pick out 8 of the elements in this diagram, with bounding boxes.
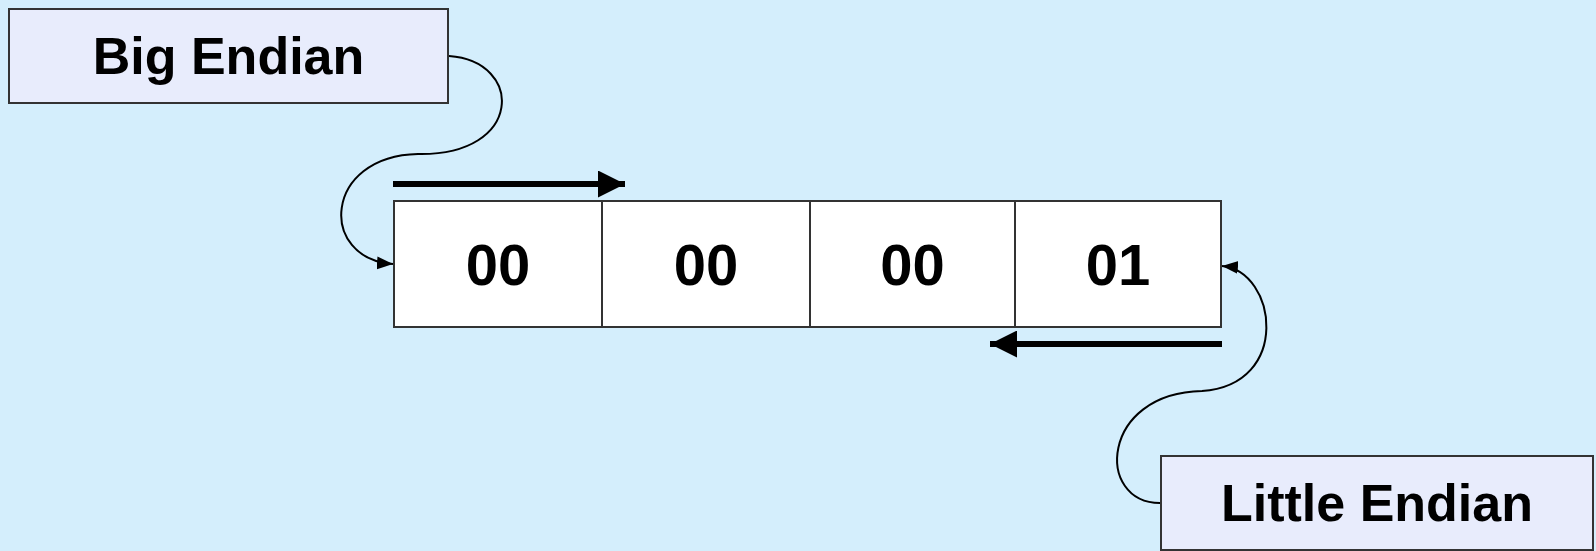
curved-arrow [1116,263,1268,504]
byte-cell: 00 [809,200,1016,328]
byte-cell: 00 [601,200,811,328]
byte-cell: 00 [393,200,603,328]
byte-cell: 01 [1014,200,1222,328]
label-box: Little Endian [1160,455,1594,551]
label-box: Big Endian [8,8,449,104]
curved-arrow [340,55,503,268]
